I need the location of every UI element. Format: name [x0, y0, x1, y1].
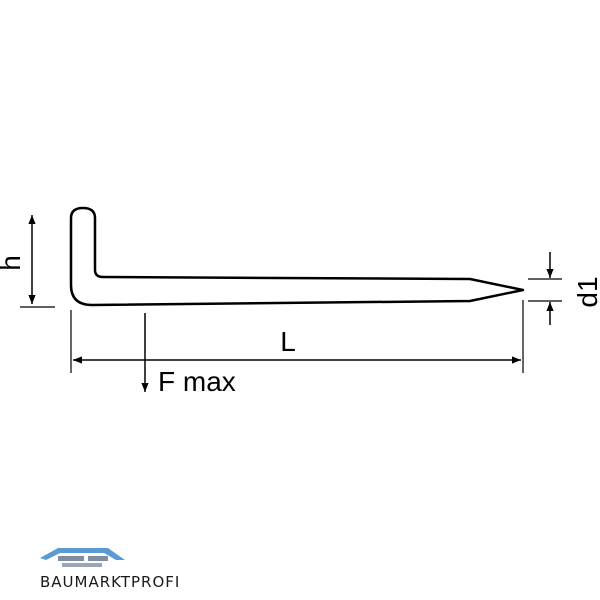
force-indicator: F max — [141, 313, 236, 397]
logo-roof — [40, 548, 125, 560]
height-dimension: h — [0, 215, 55, 308]
diameter-label: d1 — [572, 276, 600, 307]
force-label: F max — [158, 366, 236, 397]
length-dimension: L — [70, 300, 524, 373]
logo-bar-3 — [62, 563, 102, 567]
logo-text: BAUMARKTPROFI — [40, 573, 180, 591]
logo-bar-1 — [58, 556, 84, 561]
diameter-dimension: d1 — [528, 252, 600, 325]
hook-nail-outline — [69, 206, 525, 307]
baumarktprofi-logo: BAUMARKTPROFI — [40, 548, 180, 591]
length-label: L — [280, 326, 296, 357]
logo-bar-2 — [88, 556, 108, 561]
height-label: h — [0, 255, 26, 271]
